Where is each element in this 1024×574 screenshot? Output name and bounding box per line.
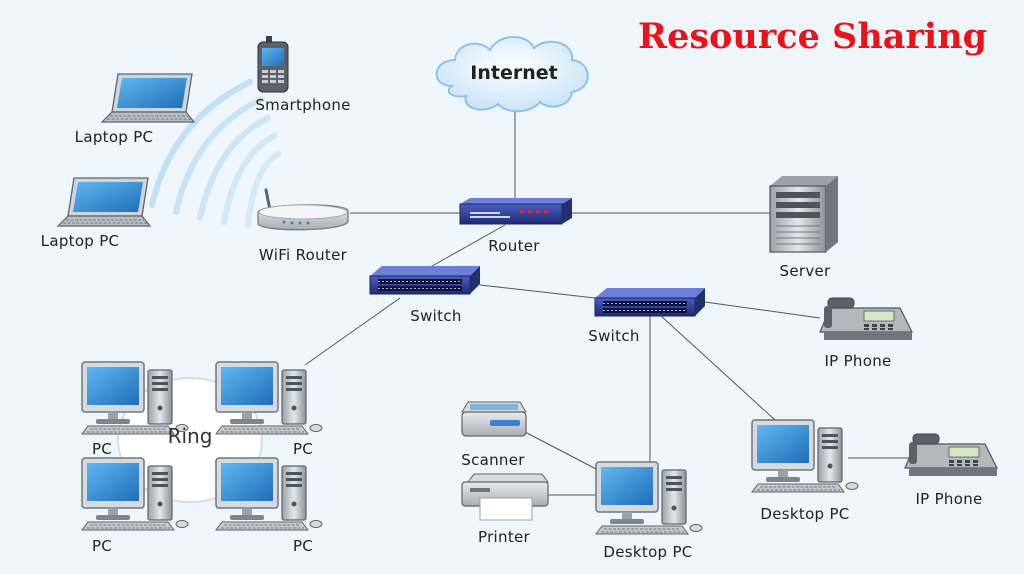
internet-cloud bbox=[435, 36, 589, 113]
desktop-center-icon bbox=[595, 461, 703, 535]
switch-left-label: Switch bbox=[410, 307, 462, 325]
page-title: Resource Sharing bbox=[638, 16, 988, 57]
ip-phone-bottom-label: IP Phone bbox=[915, 490, 983, 508]
server-label: Server bbox=[779, 262, 831, 280]
router-label: Router bbox=[488, 237, 540, 255]
switch-desktop-right-link bbox=[659, 314, 776, 421]
switch-left-icon bbox=[369, 265, 481, 295]
laptop-bottom-label: Laptop PC bbox=[40, 232, 120, 250]
pc-ring-tl-label: PC bbox=[91, 440, 113, 458]
scanner-icon bbox=[461, 401, 527, 437]
printer-label: Printer bbox=[478, 528, 530, 546]
server-icon bbox=[769, 176, 838, 253]
ip-phone-top-icon bbox=[819, 297, 913, 341]
pc-ring-br-icon bbox=[215, 457, 323, 531]
pc-ring-tr-label: PC bbox=[292, 440, 314, 458]
desktop-center-label: Desktop PC bbox=[603, 543, 693, 561]
router-switch-link bbox=[424, 224, 506, 271]
printer-icon bbox=[461, 473, 549, 521]
switch-switch-link bbox=[479, 284, 596, 299]
pc-ring-tr-icon bbox=[215, 361, 323, 435]
switch-ring-link bbox=[304, 297, 401, 366]
desktop-right-label: Desktop PC bbox=[760, 505, 850, 523]
internet-label: Internet bbox=[470, 62, 558, 84]
switch-right-icon bbox=[594, 287, 706, 317]
ip-phone-top-label: IP Phone bbox=[824, 352, 892, 370]
wifi-waves bbox=[149, 79, 281, 228]
laptop-top-label: Laptop PC bbox=[74, 128, 154, 146]
connections bbox=[304, 104, 915, 496]
router-icon bbox=[459, 198, 572, 225]
pc-ring-br-label: PC bbox=[292, 537, 314, 555]
smartphone-label: Smartphone bbox=[255, 96, 351, 114]
scanner-desktop-link bbox=[524, 431, 599, 471]
pc-ring-bl-icon bbox=[81, 457, 189, 531]
ip-phone-bottom-icon bbox=[904, 433, 998, 477]
switch-ipphone-link bbox=[704, 301, 821, 319]
smartphone-icon bbox=[257, 36, 289, 93]
wifi-router-icon bbox=[257, 188, 349, 231]
ring-label: Ring bbox=[167, 424, 213, 448]
laptop-top-icon bbox=[101, 73, 195, 123]
pc-ring-bl-label: PC bbox=[91, 537, 113, 555]
desktop-right-icon bbox=[751, 419, 859, 493]
switch-right-label: Switch bbox=[588, 327, 640, 345]
wifi-router-label: WiFi Router bbox=[258, 246, 348, 264]
laptop-bottom-icon bbox=[57, 177, 151, 227]
scanner-label: Scanner bbox=[461, 451, 525, 469]
